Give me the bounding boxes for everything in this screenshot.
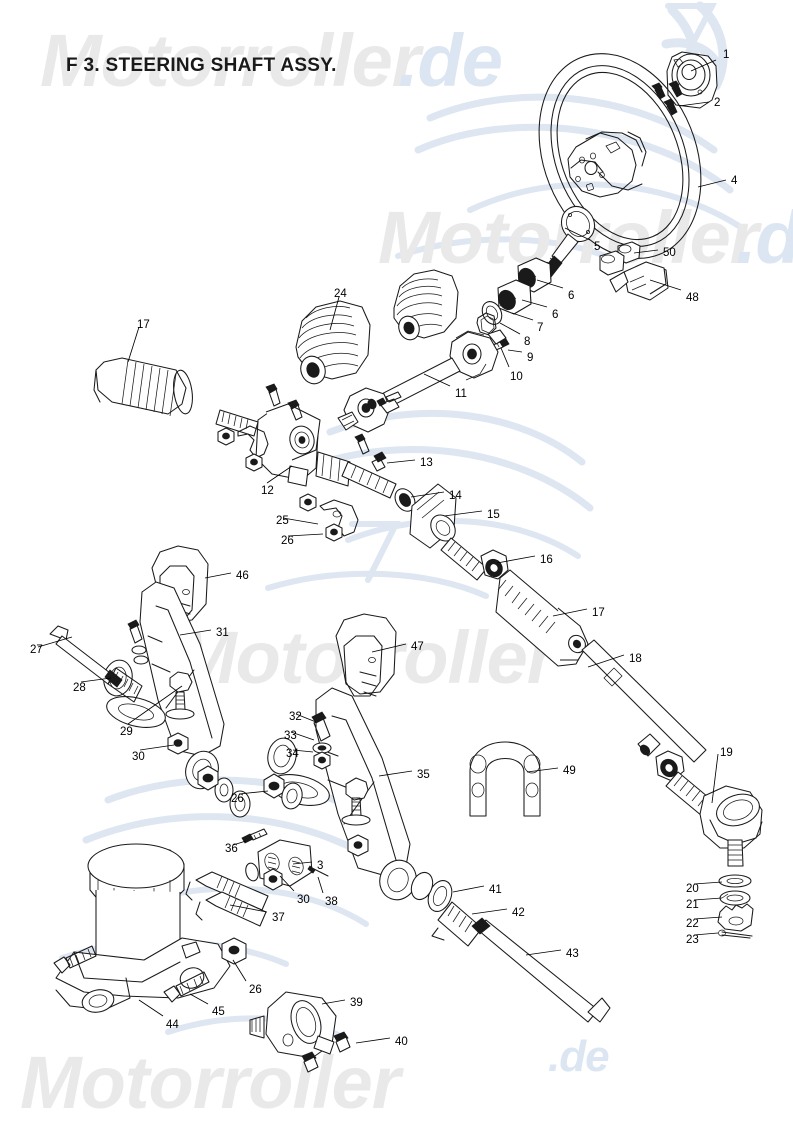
part-7-washer xyxy=(481,301,503,325)
callout-31: 31 xyxy=(216,627,229,639)
callout-1: 1 xyxy=(723,49,730,61)
callout-50: 50 xyxy=(663,247,676,259)
part-43-rod xyxy=(471,917,611,1023)
callout-27: 27 xyxy=(30,644,43,656)
callout-6: 6 xyxy=(568,290,575,302)
part-36-bolt xyxy=(241,828,268,844)
part-13-bolt xyxy=(371,451,387,472)
callout-41: 41 xyxy=(489,884,502,896)
part-49-u-bolt xyxy=(469,741,541,817)
part-4-steering-wheel xyxy=(538,53,702,259)
page-title: F 3. STEERING SHAFT ASSY. xyxy=(66,55,337,76)
part-42-spring xyxy=(431,901,483,947)
part-26-nuts-upper xyxy=(217,427,343,542)
part-12-steering-gearbox xyxy=(215,403,397,499)
callout-26: 26 xyxy=(281,535,294,547)
callout-9: 9 xyxy=(527,352,534,364)
part-41-bushing xyxy=(410,871,453,912)
callout-35: 35 xyxy=(417,769,430,781)
callout-16: 16 xyxy=(540,554,553,566)
callout-29: 29 xyxy=(120,726,133,738)
callout-6: 6 xyxy=(552,309,559,321)
callout-30: 30 xyxy=(297,894,310,906)
callout-26: 26 xyxy=(231,793,244,805)
part-22-castle-nut xyxy=(717,903,754,932)
callout-11: 11 xyxy=(455,388,467,400)
callout-13: 13 xyxy=(420,457,433,469)
callout-44: 44 xyxy=(166,1019,179,1031)
part-31-control-arm-left xyxy=(103,581,225,790)
part-15-tie-rod-inner xyxy=(409,483,488,581)
part-47-upper-arm-right xyxy=(335,613,397,697)
part-39-brake-cylinder xyxy=(249,991,337,1059)
callout-36: 36 xyxy=(225,843,238,855)
part-small-bolt-left xyxy=(127,619,149,665)
callout-21: 21 xyxy=(686,899,699,911)
part-2-screws xyxy=(651,80,683,116)
callout-46: 46 xyxy=(236,570,249,582)
callout-12: 12 xyxy=(261,485,274,497)
part-40-bolts xyxy=(301,1031,351,1073)
callout-26: 26 xyxy=(249,984,262,996)
callout-49: 49 xyxy=(563,765,576,777)
callout-2: 2 xyxy=(714,97,721,109)
callout-4: 4 xyxy=(731,175,738,187)
part-8-clip xyxy=(476,312,497,336)
part-reservoir-bolt-left xyxy=(53,945,97,974)
part-bolt-cluster-a xyxy=(367,391,402,410)
callout-19: 19 xyxy=(720,747,733,759)
part-20-washer xyxy=(718,874,752,888)
part-24-boot-a xyxy=(295,300,371,385)
part-25-clamp xyxy=(319,499,359,537)
callout-20: 20 xyxy=(686,883,699,895)
part-38-pin xyxy=(307,865,329,877)
callout-17: 17 xyxy=(592,607,605,619)
part-6-bushing-b xyxy=(497,279,532,315)
callout-30: 30 xyxy=(132,751,145,763)
callout-39: 39 xyxy=(350,997,363,1009)
callout-22: 22 xyxy=(686,918,699,930)
callout-33: 33 xyxy=(284,730,297,742)
callout-38: 38 xyxy=(325,896,338,908)
part-26-bushing-stack xyxy=(197,765,303,818)
part-23-cotter-pin xyxy=(718,929,753,939)
callout-18: 18 xyxy=(629,653,642,665)
callout-5: 5 xyxy=(594,241,601,253)
callout-3: 3 xyxy=(317,860,324,872)
part-21-lock-washer xyxy=(719,890,751,906)
part-11-intermediate-shaft xyxy=(337,329,507,433)
part-5-shaft-top xyxy=(542,205,596,278)
callout-42: 42 xyxy=(512,907,525,919)
part-44-master-cylinder xyxy=(55,843,231,1013)
callout-8: 8 xyxy=(524,336,531,348)
part-17-boot-left xyxy=(93,357,193,417)
callout-32: 32 xyxy=(289,711,302,723)
part-18-tie-rod-tube xyxy=(581,639,707,763)
callout-23: 23 xyxy=(686,934,699,946)
callout-28: 28 xyxy=(73,682,86,694)
callout-17: 17 xyxy=(137,319,150,331)
callout-10: 10 xyxy=(510,371,523,383)
part-34-nut xyxy=(313,751,331,770)
callout-15: 15 xyxy=(487,509,500,521)
callout-34: 34 xyxy=(286,748,299,760)
callout-24: 24 xyxy=(334,288,347,300)
part-17-boot-right xyxy=(495,569,589,667)
part-26-nut-reservoir xyxy=(221,937,247,965)
callout-7: 7 xyxy=(537,322,544,334)
callout-45: 45 xyxy=(212,1006,225,1018)
part-45-bolt xyxy=(163,971,210,1003)
callout-40: 40 xyxy=(395,1036,408,1048)
callout-43: 43 xyxy=(566,948,579,960)
callout-48: 48 xyxy=(686,292,699,304)
part-24-boot-b xyxy=(393,269,459,341)
part-30-nut-left xyxy=(167,732,189,755)
callout-47: 47 xyxy=(411,641,424,653)
callout-37: 37 xyxy=(272,912,285,924)
part-1-horn-cover xyxy=(666,51,718,109)
part-gearbox-bolts xyxy=(265,383,370,455)
callout-25: 25 xyxy=(276,515,289,527)
callout-14: 14 xyxy=(449,490,462,502)
